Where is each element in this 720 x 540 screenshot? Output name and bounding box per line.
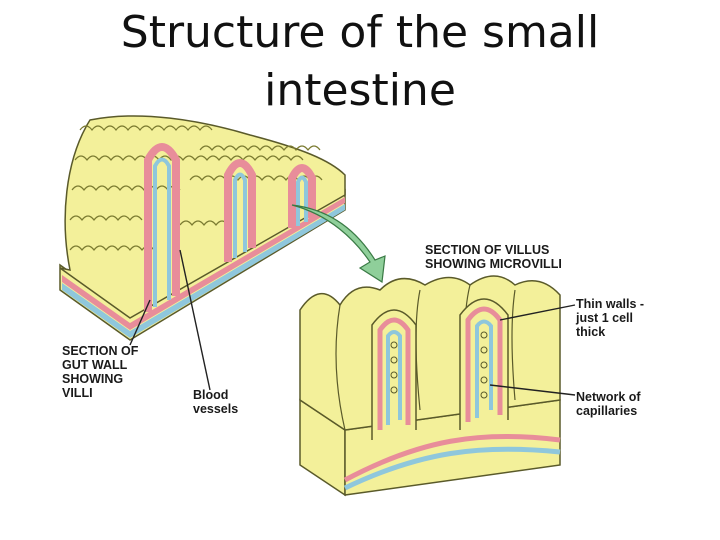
label-thin-walls-line: Thin walls - — [576, 297, 645, 311]
label-blood-vessels-line: Blood — [193, 388, 229, 402]
label-villus-section: SECTION OF VILLUS SHOWING MICROVILLI — [425, 243, 562, 271]
label-gut-wall-line: SECTION OF — [62, 344, 139, 358]
label-blood-vessels-line: vessels — [193, 402, 239, 416]
label-capillaries-line: Network of — [576, 390, 641, 404]
label-blood-vessels: Blood vessels — [193, 388, 238, 416]
label-gut-wall-line: SHOWING — [62, 372, 124, 386]
leader-lines — [129, 249, 576, 396]
label-thin-walls-line: just 1 cell — [576, 311, 633, 325]
capillary-network — [390, 331, 488, 399]
label-thin-walls-line: thick — [576, 325, 606, 339]
label-capillaries: Network of capillaries — [576, 390, 641, 418]
villi-surface — [59, 115, 346, 319]
base-vessels — [343, 433, 561, 491]
label-capillaries-line: capillaries — [576, 404, 638, 418]
gut-wall-section — [59, 115, 346, 341]
villus-section — [299, 275, 561, 497]
villus-cores — [144, 143, 316, 312]
label-gut-wall-line: VILLI — [62, 386, 93, 400]
label-villus-section-line: SECTION OF VILLUS — [425, 243, 550, 257]
label-villus-section-line: SHOWING MICROVILLI — [425, 257, 562, 271]
label-thin-walls: Thin walls - just 1 cell thick — [576, 297, 644, 339]
title-line-2: intestine — [264, 65, 456, 116]
slide-title: Structure of the small intestine — [0, 4, 720, 120]
label-gut-wall: SECTION OF GUT WALL SHOWING VILLI — [62, 344, 138, 400]
label-gut-wall-line: GUT WALL — [62, 358, 128, 372]
magnify-arrow — [291, 204, 386, 284]
title-line-1: Structure of the small — [120, 7, 600, 58]
villi-bumps — [69, 125, 323, 251]
